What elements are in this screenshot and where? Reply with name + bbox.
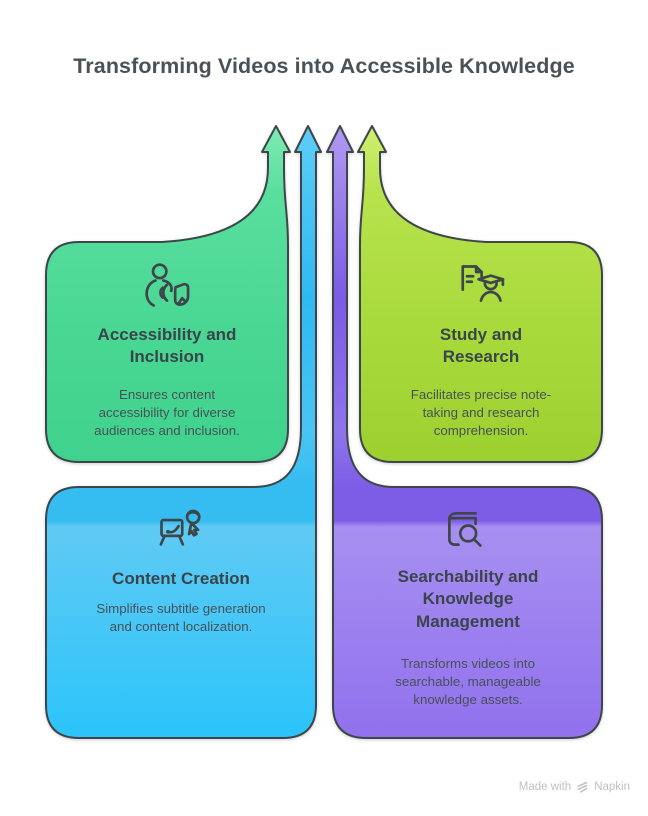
person-signing-icon	[145, 263, 190, 307]
book-search-icon	[448, 512, 482, 547]
card-description: Transforms videos into searchable, manag…	[395, 656, 541, 708]
card-title: Study and Research	[439, 325, 523, 367]
card-description: Facilitates precise note- taking and res…	[410, 387, 552, 439]
card-title: Searchability and Knowledge Management	[397, 567, 539, 631]
card-description: Ensures content accessibility for divers…	[94, 387, 240, 439]
graduate-document-icon	[461, 265, 505, 302]
card-description: Simplifies subtitle generation and conte…	[96, 601, 266, 635]
funnel-arrow-purple	[326, 125, 603, 739]
napkin-attribution[interactable]: Made with Napkin	[519, 780, 630, 793]
brand-label: Napkin	[594, 780, 630, 793]
funnel-arrow-green	[45, 125, 291, 463]
page-title: Transforming Videos into Accessible Know…	[73, 54, 575, 78]
funnel-arrow-blue	[45, 125, 322, 739]
card-title: Content Creation	[112, 569, 250, 588]
easel-cursor-icon	[159, 509, 201, 546]
napkin-logo-icon	[577, 781, 588, 793]
card-title: Accessibility and Inclusion	[97, 325, 237, 367]
funnel-arrow-lime	[357, 125, 603, 463]
made-with-label: Made with	[518, 780, 572, 793]
